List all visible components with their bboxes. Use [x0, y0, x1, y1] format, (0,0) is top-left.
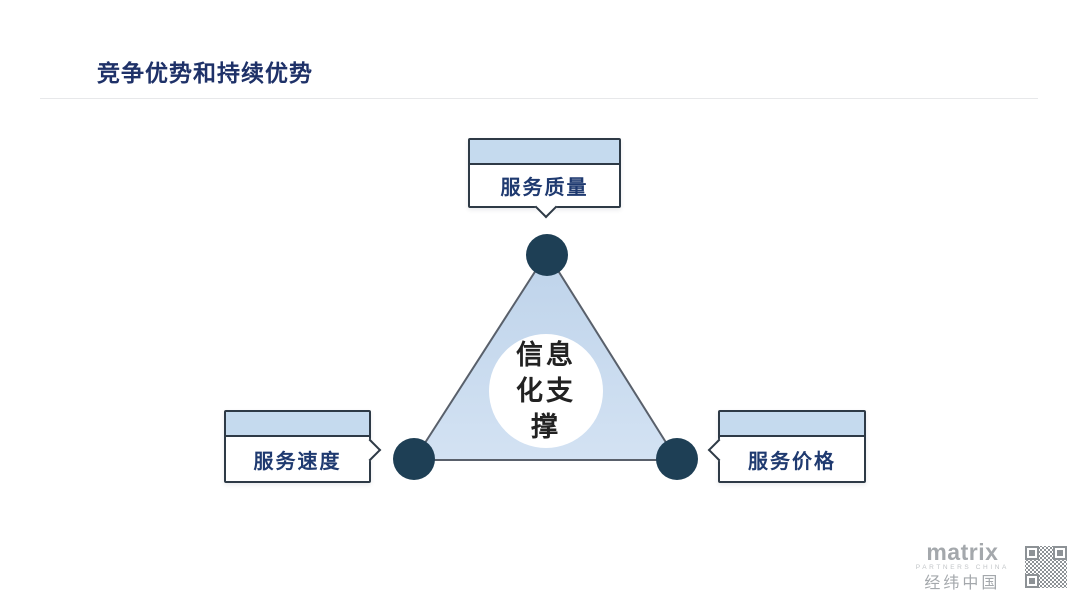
- matrix-logo-subtext: PARTNERS CHINA: [915, 564, 1009, 571]
- title-divider: [40, 98, 1038, 99]
- callout-label: 服务速度: [253, 450, 342, 473]
- center-label-line: 撑: [531, 412, 561, 442]
- callout-service-quality: 服务质量: [468, 138, 621, 219]
- qr-finder-bottom-left: [1025, 574, 1039, 588]
- center-label: 信息 化支 撑: [488, 333, 604, 449]
- qr-code-icon: [1024, 545, 1068, 589]
- qr-finder-top-right: [1053, 546, 1067, 560]
- matrix-logo-chinese: 经纬中国: [924, 575, 1001, 592]
- center-label-line: 信息: [516, 340, 576, 370]
- callout-service-price: 服务价格: [707, 410, 866, 483]
- callout-header-band: [720, 412, 864, 437]
- callout-header-band: [470, 140, 619, 165]
- qr-finder-top-left: [1025, 546, 1039, 560]
- matrix-logo: matrix: [926, 539, 999, 565]
- callout-label: 服务价格: [748, 450, 836, 473]
- brand-block: matrix PARTNERS CHINA 经纬中国: [916, 541, 1068, 593]
- callout-service-speed: 服务速度: [224, 410, 382, 483]
- center-circle: [489, 334, 603, 448]
- right-vertex-node: [656, 438, 698, 480]
- top-vertex-node: [526, 234, 568, 276]
- page-title: 竞争优势和持续优势: [97, 60, 313, 86]
- callout-label: 服务质量: [500, 177, 589, 199]
- center-label-line: 化支: [516, 376, 576, 406]
- callout-header-band: [226, 412, 369, 437]
- left-vertex-node: [393, 438, 435, 480]
